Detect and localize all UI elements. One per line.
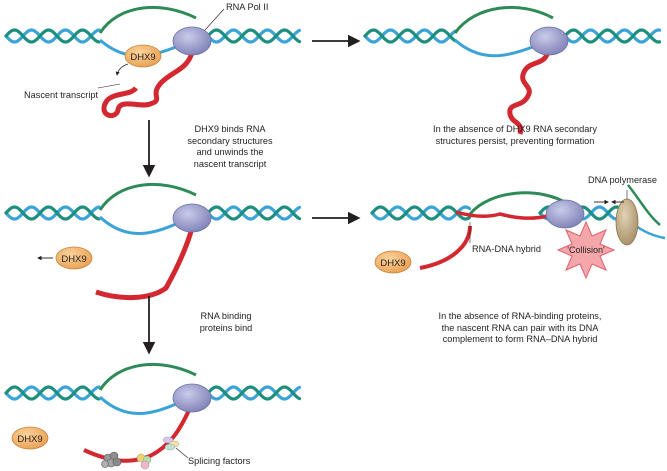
- step2-line-1: RNA binding: [200, 311, 252, 321]
- dna-helix-panel-1: [4, 28, 302, 44]
- nascent-transcript-label: Nascent transcript: [24, 90, 99, 100]
- rna-binding-protein-cluster: [101, 451, 122, 468]
- dna-strand-template: [4, 28, 101, 44]
- step1-line-2: secondary structures: [187, 135, 273, 146]
- dna-strand-template: [206, 385, 302, 401]
- dna-strand-template: [363, 28, 457, 44]
- dna-strand-coding: [4, 385, 101, 401]
- panel-top-right: [453, 5, 569, 135]
- panel-bottom-left: DHX9: [11, 362, 212, 470]
- unwound-strand: [98, 395, 179, 415]
- dhx9-protein: [374, 250, 412, 274]
- unwound-strand: [98, 215, 179, 235]
- step1-caption: DHX9 binds RNA secondary structures and …: [176, 124, 284, 170]
- dhx9-protein: [11, 426, 49, 450]
- step2-line-2: proteins bind: [199, 322, 253, 333]
- step1-line-4: nascent transcript: [193, 158, 267, 169]
- nascent-leader: [97, 83, 121, 89]
- rna-dna-hybrid-rna: [455, 210, 549, 220]
- splicing-factor-complex: [136, 436, 180, 470]
- unwound-nascent-rna: [95, 227, 195, 301]
- dna-strand-coding: [206, 385, 302, 401]
- lagging-strand: [627, 184, 661, 226]
- dna-strand-coding: [363, 28, 457, 44]
- collision-burst: [556, 220, 616, 280]
- dna-helix-panel-2: [363, 28, 662, 44]
- dna-polymerase: [615, 198, 639, 246]
- absence-dhx9-caption: In the absence of DHX9 RNA secondary str…: [415, 124, 615, 147]
- dna-strand-coding: [4, 28, 101, 44]
- rna-pol-ii-label: RNA Pol II: [226, 2, 269, 12]
- dna-strand-coding: [4, 205, 101, 221]
- rna-pol-ii: [529, 26, 569, 56]
- template-strand-loop: [468, 191, 569, 215]
- dna-strand-template: [206, 28, 302, 44]
- dna-polymerase-label: DNA polymerase: [588, 175, 657, 185]
- rna-pol-ii: [172, 383, 212, 413]
- collision-label: 'Collision': [567, 245, 605, 255]
- step1-line-3: and unwinds the: [196, 147, 264, 157]
- absence-rbp-caption: In the absence of RNA-binding proteins, …: [422, 311, 618, 346]
- dna-strand-coding: [206, 28, 302, 44]
- dhx9-curved-arrow: [115, 63, 129, 76]
- dna-strand-coding: [206, 205, 302, 221]
- template-strand-loop: [98, 182, 197, 211]
- step1-line-1: DHX9 binds RNA: [194, 124, 266, 134]
- rna-pol-ii: [172, 26, 212, 56]
- dna-strand-template: [206, 205, 302, 221]
- dhx9-label: DHX9: [61, 254, 86, 265]
- dhx9-label: DHX9: [17, 434, 42, 445]
- hybrid-rna-tail: [419, 225, 472, 270]
- rna-pol-ii: [172, 203, 212, 233]
- panel-middle-left: DHX9: [37, 182, 212, 301]
- absence-rbp-line-3: complement to form RNA–DNA hybrid: [442, 334, 598, 344]
- rna-pol-ii: [545, 199, 585, 229]
- step2-caption: RNA binding proteins bind: [176, 311, 276, 334]
- dna-helix-panel-3: [4, 205, 302, 221]
- nascent-rna-structured: [507, 51, 551, 135]
- dhx9-protein: [55, 246, 93, 270]
- dna-strand-template: [370, 205, 472, 221]
- dna-strand-coding: [563, 28, 662, 44]
- dna-helix-panel-5: [4, 385, 302, 401]
- template-strand-loop: [98, 362, 197, 391]
- absence-rbp-line-1: In the absence of RNA-binding proteins,: [438, 311, 602, 321]
- splicing-leader: [175, 447, 189, 459]
- dhx9-protein: [124, 44, 162, 68]
- unwound-strand: [454, 38, 536, 58]
- template-strand-loop: [453, 5, 554, 34]
- rna-pol-leader: [204, 8, 225, 31]
- rna-dna-hybrid-label: RNA-DNA hybrid: [472, 244, 541, 254]
- dna-strand-template: [563, 28, 662, 44]
- nascent-rna: [101, 51, 195, 119]
- absence-dhx9-line-1: In the absence of DHX9 RNA secondary: [433, 124, 597, 134]
- nascent-rna: [83, 407, 192, 463]
- panel-top-left: DHX9: [97, 5, 225, 119]
- template-strand-loop: [98, 5, 197, 34]
- dna-strand-template: [4, 385, 101, 401]
- absence-rbp-line-2: the nascent RNA can pair with its DNA: [441, 322, 599, 333]
- dna-strand-template: [4, 205, 101, 221]
- absence-dhx9-line-2: structures persist, preventing formation: [435, 135, 595, 146]
- panel-middle-right: 'Collision' DHX9: [374, 184, 666, 280]
- splicing-factors-label: Splicing factors: [188, 456, 251, 466]
- dhx9-label: DHX9: [130, 52, 155, 63]
- dhx9-label: DHX9: [380, 258, 405, 269]
